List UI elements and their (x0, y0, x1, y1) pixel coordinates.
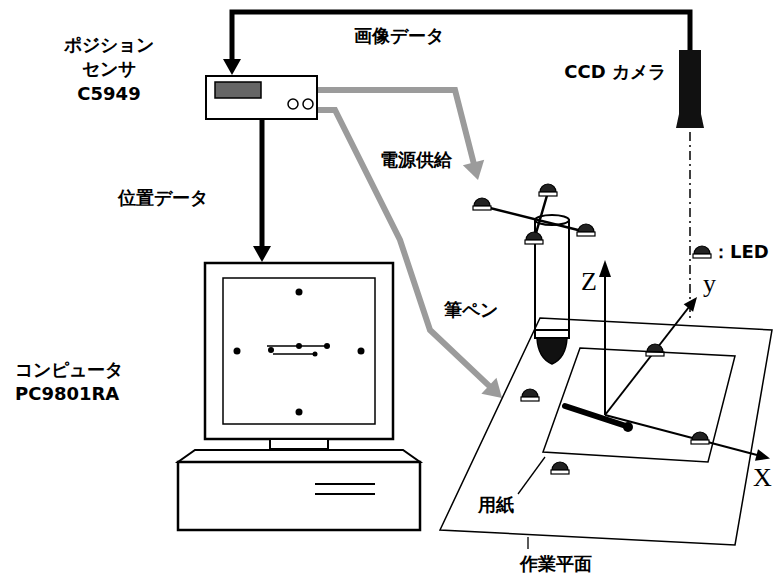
brush-pen-part (537, 338, 567, 364)
led-symbol (552, 462, 568, 470)
arrow-head (223, 59, 241, 75)
x-axis (605, 415, 770, 461)
node-label: CCD カメラ (564, 60, 666, 84)
z-axis-head (599, 260, 611, 277)
y-axis-head (684, 297, 697, 312)
optical-axis (689, 132, 691, 318)
computer-part (178, 450, 420, 462)
model-label: C5949 (53, 82, 165, 106)
plane-leds (521, 344, 709, 474)
brush-pen-part (525, 240, 543, 244)
position-sensor-part (303, 99, 313, 109)
computer-part (296, 343, 302, 349)
axis-label: X (753, 464, 772, 493)
led-symbol (522, 389, 538, 397)
paper-sheet-outline (543, 348, 735, 462)
brush-pen-part (577, 232, 595, 236)
computer-part (270, 439, 328, 449)
leader-line (518, 457, 545, 494)
x-axis-line (605, 415, 757, 455)
led-key-text: ：LED (712, 240, 769, 264)
computer-part (296, 289, 303, 296)
paper-sheet: 用紙 (543, 348, 735, 462)
brush-pen-part (482, 192, 586, 240)
computer-part (234, 348, 241, 355)
computer-part (205, 263, 393, 439)
brush-stroke (565, 406, 633, 432)
arrow-head (253, 246, 271, 262)
led-symbol (692, 432, 708, 440)
ccd-camera-part (679, 50, 701, 116)
ink-line (565, 406, 626, 426)
node-label: ポジション センサ (53, 33, 165, 82)
work-plane-part (440, 318, 772, 545)
x-axis-head (755, 449, 770, 461)
axis-label: Z (581, 268, 597, 297)
z-axis-line (604, 275, 606, 415)
brush-pen-part (540, 184, 556, 192)
work-plane: 作業平面用紙 (440, 318, 772, 545)
brush-pen: 筆ペン (468, 180, 598, 365)
led-key-icon (693, 246, 711, 258)
node-label: 作業平面 (520, 552, 592, 576)
arrow-head (481, 378, 502, 398)
ccd-camera-outline (676, 50, 704, 128)
led-base (693, 254, 711, 258)
computer: コンピュータPC9801RA (175, 262, 423, 532)
brush-pen-part (473, 206, 491, 210)
led-symbol (694, 246, 710, 254)
node-label: 筆ペン (444, 298, 498, 322)
position-sensor-outline (205, 75, 318, 120)
position-sensor-part (206, 76, 317, 119)
led-symbol (647, 344, 663, 352)
ccd-camera: CCD カメラ (676, 50, 704, 128)
computer-part (268, 347, 274, 353)
position-data-arrow-line (260, 120, 265, 249)
computer-part (178, 462, 420, 530)
power-supply-arrow (318, 90, 484, 180)
image-data-arrow-line (232, 12, 690, 62)
edge-label: 画像データ (352, 24, 446, 48)
label-group: 作業平面 (520, 552, 592, 576)
brush-pen-outline (468, 180, 598, 365)
paper-sheet-part (543, 348, 735, 462)
node-label: 用紙 (478, 493, 514, 517)
leader-line (527, 537, 528, 549)
brush-pen-part (578, 224, 594, 232)
label-group: ポジション センサC5949 (53, 33, 165, 106)
computer-outline (175, 262, 423, 532)
z-axis (599, 260, 611, 415)
computer-part (296, 409, 303, 416)
led-base (551, 470, 569, 474)
arrow-head (463, 160, 484, 180)
brush-pen-part (535, 330, 569, 338)
edge-label: 電源供給 (378, 148, 454, 172)
led-base (521, 397, 539, 401)
ccd-camera-part (676, 114, 704, 128)
computer-part (315, 484, 375, 494)
computer-part (313, 352, 318, 357)
computer-part (324, 343, 330, 349)
model-label: PC9801RA (15, 382, 123, 406)
node-label: コンピュータ (15, 358, 123, 382)
computer-part (358, 348, 365, 355)
position-sensor-part (215, 82, 261, 98)
led-base (691, 440, 709, 444)
edge-label: 位置データ (116, 186, 210, 210)
position-sensor: ポジション センサC5949 (205, 75, 318, 120)
axis-label: y (703, 270, 716, 299)
label-group: CCD カメラ (564, 60, 666, 84)
y-axis (605, 297, 697, 415)
brush-pen-part (539, 192, 557, 196)
computer-part (223, 278, 375, 424)
position-sensor-part (288, 99, 298, 109)
position-data-arrow (253, 120, 271, 262)
brush-pen-part (474, 198, 490, 206)
ink-dot (623, 422, 633, 432)
label-group: 用紙 (478, 493, 514, 517)
brush-pen-part (526, 232, 542, 240)
label-group: 筆ペン (444, 298, 498, 322)
label-group: コンピュータPC9801RA (15, 358, 123, 407)
